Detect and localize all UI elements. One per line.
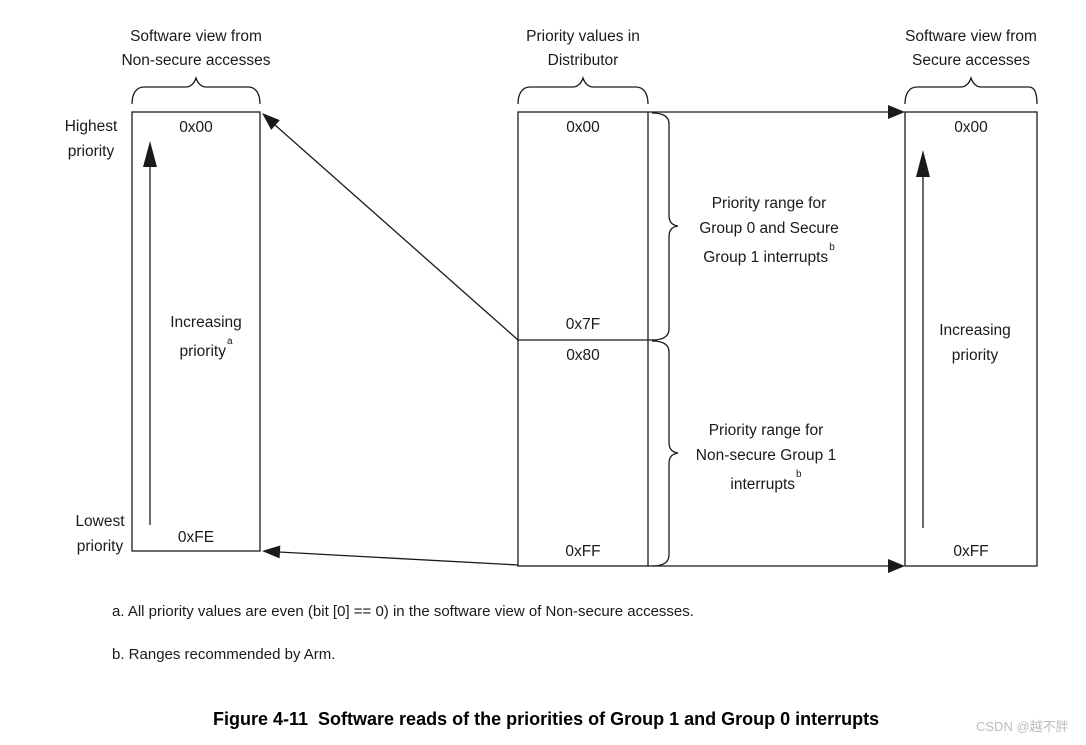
top-left-arrowhead [262,113,280,130]
right-priority-arrowhead [916,150,930,177]
secure-header-brace [904,75,1038,105]
footnote-ref-a: a [226,336,233,347]
secure-view-box [904,111,1038,567]
footnote-ref-b: b [829,242,835,253]
bottom-left-arrowhead [262,545,281,559]
top-right-arrowhead [888,105,905,119]
bottom-right-arrowhead [888,559,905,573]
footnote-b: b. Ranges recommended by Arm. [112,646,336,663]
nonsecure-top-value: 0x00 [179,119,213,136]
distributor-bottom-value: 0xFF [565,543,601,560]
nonsecure-range-text: Priority range for Non-secure Group 1 in… [695,422,837,494]
distributor-top-value: 0x00 [566,119,600,136]
nonsecure-header-brace [131,75,261,105]
distributor-column-header: Priority values in Distributor [526,28,640,69]
nonsecure-view-box [131,111,261,552]
figure-caption: Figure 4-11 Software reads of the priori… [213,709,880,729]
secure-range-text: Priority range for Group 0 and Secure Gr… [699,195,839,267]
distributor-split-upper-value: 0x7F [565,316,601,333]
secure-bottom-value: 0xFF [953,543,989,560]
secure-range-brace [651,112,679,341]
nonsecure-range-label: Priority range for Non-secure Group 1 in… [676,418,856,497]
footnote-a: a. All priority values are even (bit [0]… [112,603,694,620]
secure-axis-label: Increasing priority [939,322,1011,364]
nonsecure-column-header: Software view from Non-secure accesses [121,28,271,69]
highest-priority-label: Highest priority [64,118,118,160]
nonsecure-bottom-value: 0xFE [177,529,215,546]
bottom-left-diagonal-line [278,551,519,566]
nonsecure-axis-text: Increasing priority [170,314,242,361]
nonsecure-axis-label: Increasing prioritya [146,310,266,364]
top-left-diagonal-line [274,124,519,341]
distributor-split-lower-value: 0x80 [566,347,600,364]
lowest-priority-label: Lowest priority [75,513,125,555]
secure-range-label: Priority range for Group 0 and Secure Gr… [679,191,859,270]
secure-column-header: Software view from Secure accesses [905,28,1037,69]
secure-top-value: 0x00 [954,119,988,136]
footnote-ref-b2: b [796,469,802,480]
distributor-header-brace [517,75,649,105]
nonsecure-range-brace [651,340,679,567]
left-priority-arrowhead [143,141,157,167]
distributor-box [517,111,649,567]
csdn-watermark: CSDN @越不胖 [976,719,1069,734]
